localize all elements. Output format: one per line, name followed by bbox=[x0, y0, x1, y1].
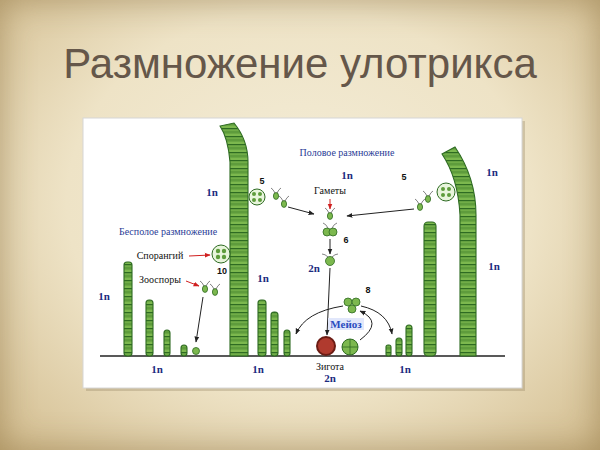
callout-number: 10 bbox=[217, 266, 227, 276]
part-label: Зигота bbox=[316, 361, 344, 373]
slide-title: Размножение улотрикса bbox=[63, 40, 537, 88]
ploidy-label: 2n bbox=[308, 262, 320, 275]
ploidy-label: 1n bbox=[486, 166, 498, 179]
ploidy-label: 1n bbox=[151, 363, 163, 376]
ploidy-label: 2n bbox=[324, 372, 336, 385]
ploidy-label: 1n bbox=[399, 363, 411, 376]
ploidy-label: 1n bbox=[341, 169, 353, 182]
part-label: Спорангий bbox=[137, 250, 184, 262]
section-heading: Половое размножение bbox=[300, 147, 395, 159]
callout-number: 8 bbox=[365, 285, 370, 295]
callout-number: 6 bbox=[343, 235, 348, 245]
part-label: Гаметы bbox=[314, 185, 346, 197]
pointer-arrows bbox=[186, 199, 330, 286]
gametes-and-zoospores bbox=[193, 188, 434, 355]
ploidy-label: 1n bbox=[257, 272, 269, 285]
white-card bbox=[83, 118, 525, 391]
zygote-stages bbox=[317, 223, 360, 355]
callout-number: 5 bbox=[401, 172, 406, 182]
part-label: Зооспоры bbox=[139, 274, 181, 286]
process-label: Мейоз bbox=[328, 318, 363, 331]
callout-number: 5 bbox=[259, 176, 264, 186]
section-heading: Бесполое размножение bbox=[119, 226, 217, 238]
ploidy-label: 1n bbox=[206, 186, 218, 199]
ploidy-label: 1n bbox=[488, 260, 500, 273]
cycle-arrows bbox=[196, 207, 414, 342]
ploidy-label: 1n bbox=[252, 363, 264, 376]
algae-filaments bbox=[124, 123, 476, 356]
ploidy-label: 1n bbox=[98, 290, 110, 303]
substrate-line bbox=[100, 355, 505, 357]
gametangia-and-sporangium bbox=[212, 183, 455, 263]
